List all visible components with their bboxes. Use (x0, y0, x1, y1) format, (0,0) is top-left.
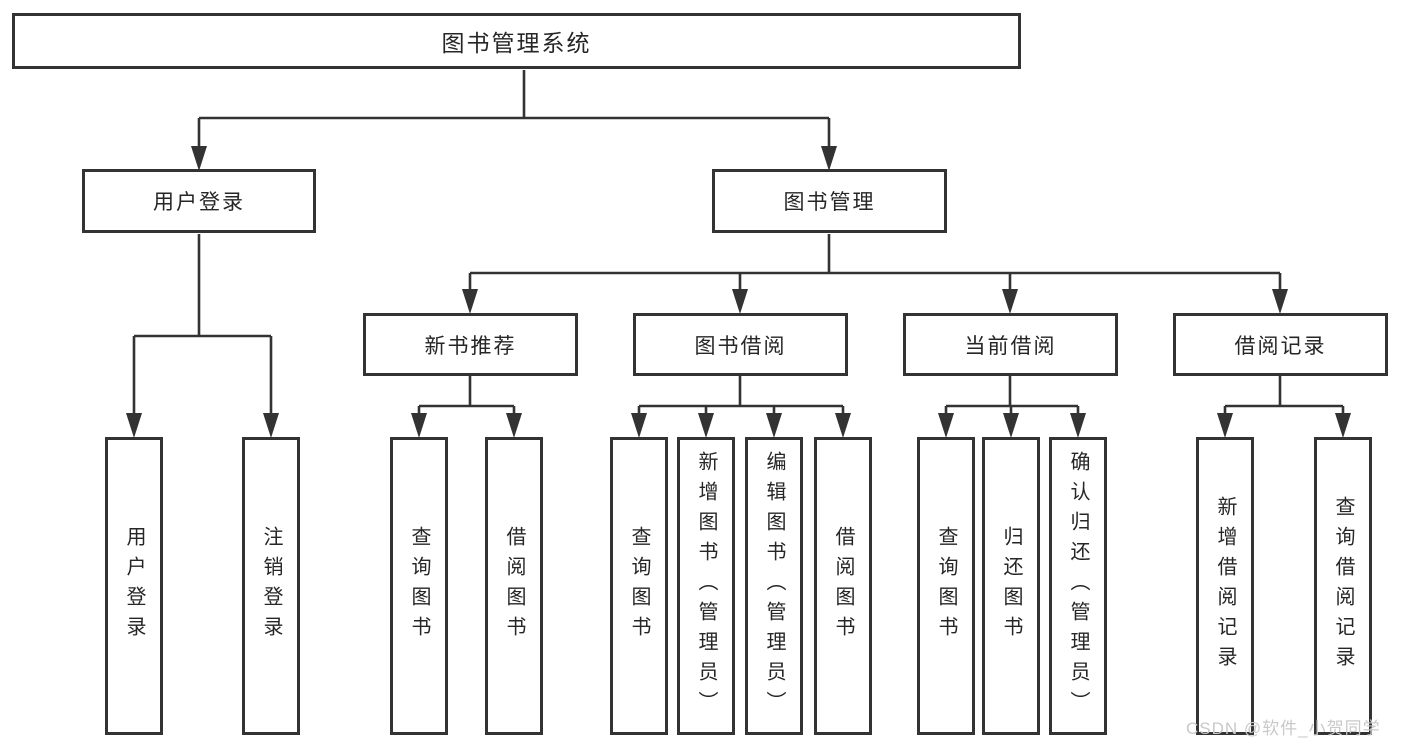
arrowheads (126, 146, 1351, 438)
leaf-borrow-books-recommend: 借阅图书 (485, 437, 543, 735)
node-user-login: 用户登录 (82, 169, 316, 233)
arrowhead (821, 146, 837, 171)
leaf-query-books-current: 查询图书 (917, 437, 975, 735)
arrowhead (506, 413, 522, 438)
leaf-add-borrow-record: 新增借阅记录 (1196, 437, 1254, 735)
arrowhead (1003, 413, 1019, 438)
leaf-borrow-books: 借阅图书 (814, 437, 872, 735)
arrowhead (1070, 413, 1086, 438)
leaf-edit-books-admin: 编辑图书（管理员） (745, 437, 803, 735)
connector-root-trunk (197, 70, 831, 164)
arrowhead (126, 413, 142, 438)
leaf-confirm-return-admin: 确认归还（管理员） (1049, 437, 1107, 735)
arrowhead (766, 413, 782, 438)
arrowhead (411, 413, 427, 438)
node-book-borrow: 图书借阅 (633, 313, 848, 376)
leaf-user-login: 用户登录 (105, 437, 163, 735)
connector-borrow-records-split (1223, 376, 1345, 430)
node-book-management: 图书管理 (712, 169, 947, 233)
connector-new-book-split (417, 376, 516, 430)
node-new-book-recommend: 新书推荐 (363, 313, 578, 376)
connector-book-borrow-split (637, 376, 845, 430)
arrowhead (1335, 413, 1351, 438)
leaf-query-books-borrow: 查询图书 (610, 437, 668, 735)
leaf-query-books-recommend: 查询图书 (390, 437, 448, 735)
leaf-query-borrow-record: 查询借阅记录 (1314, 437, 1372, 735)
csdn-watermark: CSDN @软件_小贺同学 (1186, 719, 1381, 738)
arrowhead (1002, 289, 1018, 314)
leaf-add-books-admin: 新增图书（管理员） (677, 437, 735, 735)
arrowhead (631, 413, 647, 438)
arrowhead (1272, 289, 1288, 314)
arrowhead (263, 413, 279, 438)
leaf-logout: 注销登录 (242, 437, 300, 735)
arrowhead (462, 289, 478, 314)
arrowhead (835, 413, 851, 438)
node-current-borrow: 当前借阅 (903, 313, 1118, 376)
connector-book-mgmt-split (468, 234, 1282, 308)
arrowhead (938, 413, 954, 438)
leaf-return-books: 归还图书 (982, 437, 1040, 735)
arrowhead (1217, 413, 1233, 438)
arrowhead (191, 146, 207, 171)
arrowhead (698, 413, 714, 438)
node-library-management-system: 图书管理系统 (12, 13, 1021, 69)
connector-user-login-split (132, 234, 273, 430)
arrowhead (732, 289, 748, 314)
node-borrow-records: 借阅记录 (1173, 313, 1388, 376)
